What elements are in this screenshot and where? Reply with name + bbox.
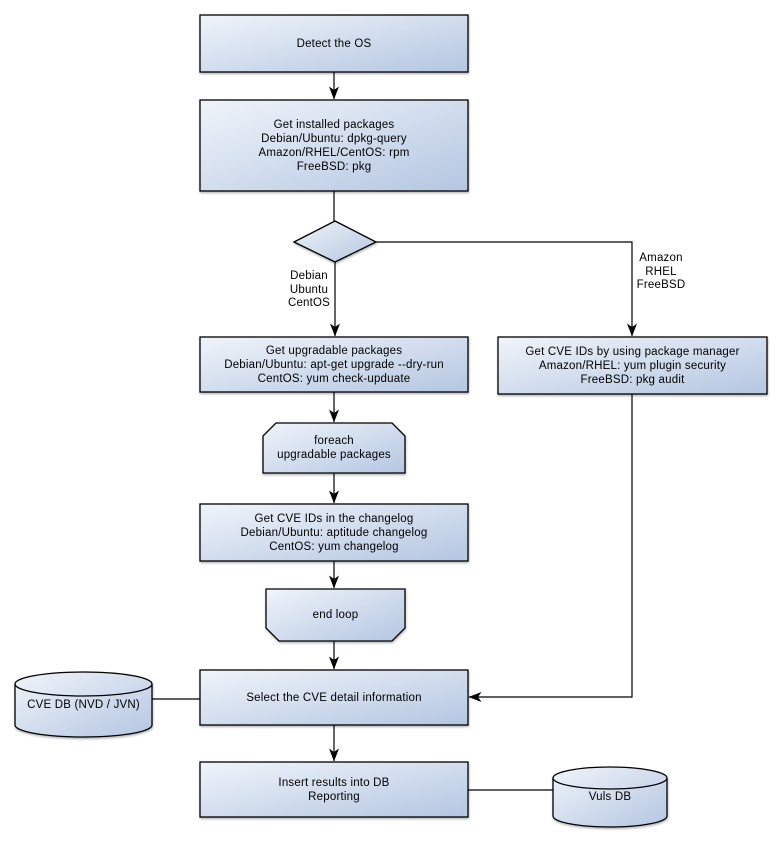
insert-results-box <box>199 761 469 818</box>
node-shape-group <box>14 14 768 828</box>
get-cve-changelog-box <box>199 503 469 562</box>
connector-group <box>152 72 637 791</box>
connector-package-manager-to-select <box>468 394 633 702</box>
get-installed-packages-box <box>199 99 469 192</box>
get-cve-package-manager-box <box>497 336 768 395</box>
select-cve-detail-box <box>199 669 469 726</box>
end-loop-shape <box>265 588 406 642</box>
connector-decision-to-package-manager <box>376 241 637 337</box>
get-upgradable-packages-box <box>199 336 469 393</box>
cve-db-cylinder <box>14 671 153 738</box>
vuls-db-cylinder <box>552 766 668 828</box>
cve-db-cylinder-rim <box>14 683 153 697</box>
foreach-loop-shape <box>262 422 406 474</box>
detect-os-box <box>199 14 469 73</box>
os-decision-diamond <box>292 220 378 263</box>
vuls-db-cylinder-rim <box>552 777 668 790</box>
